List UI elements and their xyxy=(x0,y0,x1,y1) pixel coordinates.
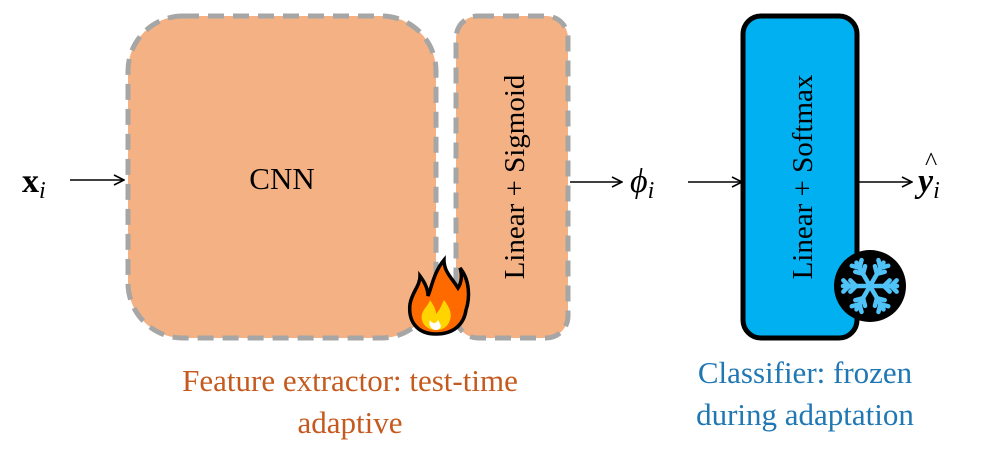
classifier-caption-line-1: Classifier: frozen xyxy=(697,355,913,390)
input-label: xi xyxy=(22,163,46,204)
linear-softmax-label: Linear + Softmax xyxy=(787,74,819,279)
classifier-caption-line-2: during adaptation xyxy=(696,397,914,432)
output-symbol: y xyxy=(914,163,934,200)
output-subscript: i xyxy=(933,178,940,204)
feature-extractor-caption-line-1: Feature extractor: test-time xyxy=(182,363,518,398)
output-hat: ^ xyxy=(925,147,937,176)
features-label: ϕi xyxy=(630,163,654,204)
features-symbol: ϕ xyxy=(630,163,648,200)
input-subscript: i xyxy=(39,178,46,204)
input-symbol: x xyxy=(22,163,39,200)
cnn-label: CNN xyxy=(249,161,314,196)
linear-softmax-block xyxy=(740,13,860,341)
snowflake-icon xyxy=(834,250,906,322)
output-label: yi xyxy=(914,163,940,204)
linear-sigmoid-label: Linear + Sigmoid xyxy=(499,74,531,279)
cnn-block xyxy=(125,13,439,341)
feature-extractor-caption: Feature extractor: test-time adaptive xyxy=(110,360,590,444)
feature-extractor-caption-line-2: adaptive xyxy=(297,405,403,440)
features-subscript: i xyxy=(648,178,655,204)
classifier-caption: Classifier: frozen during adaptation xyxy=(655,352,955,436)
fire-icon xyxy=(407,255,471,336)
linear-sigmoid-block xyxy=(453,13,571,341)
